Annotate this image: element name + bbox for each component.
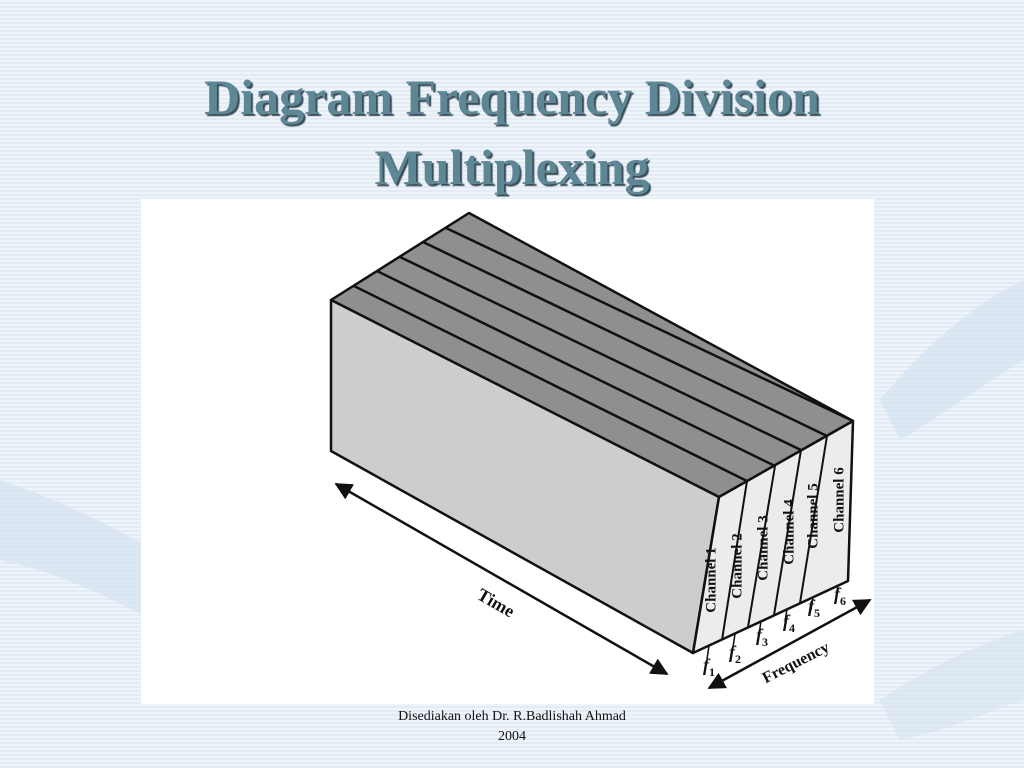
frequency-label: f2 bbox=[729, 642, 741, 666]
frequency-tick bbox=[835, 584, 839, 599]
channel-label: Channel 5 bbox=[805, 483, 821, 548]
channel-divider bbox=[773, 449, 802, 616]
frequency-label: f1 bbox=[703, 655, 715, 679]
channel-label: Channel 6 bbox=[831, 467, 847, 533]
footer-author: Disediakan oleh Dr. R.Badlishah Ahmad bbox=[398, 709, 626, 724]
channel-divider bbox=[353, 284, 748, 483]
channel-divider bbox=[399, 255, 802, 452]
fdm-diagram: Channel 1 Channel 2 Channel 3 Channel 4 … bbox=[141, 199, 874, 704]
slide-title: Diagram Frequency Division Multiplexing bbox=[60, 62, 964, 202]
diagram-front-face bbox=[691, 419, 855, 655]
frequency-label: f6 bbox=[834, 584, 846, 608]
slide-footer: Disediakan oleh Dr. R.Badlishah Ahmad 20… bbox=[312, 707, 712, 747]
slide-title-line-1: Diagram Frequency Division bbox=[204, 69, 820, 125]
channel-label: Channel 4 bbox=[781, 499, 797, 565]
footer-year: 2004 bbox=[498, 729, 526, 744]
fdm-diagram-svg: Channel 1 Channel 2 Channel 3 Channel 4 … bbox=[329, 211, 872, 690]
channel-divider bbox=[376, 269, 776, 468]
frequency-label: f3 bbox=[756, 625, 768, 649]
time-axis-arrow bbox=[334, 482, 669, 676]
channel-label: Channel 2 bbox=[729, 533, 745, 598]
channel-divider bbox=[422, 240, 828, 438]
frequency-axis-arrow bbox=[707, 598, 872, 690]
channel-label: Channel 1 bbox=[703, 547, 719, 612]
slide-title-line-2: Multiplexing bbox=[374, 139, 650, 195]
channel-divider bbox=[799, 435, 828, 604]
channel-divider bbox=[445, 226, 854, 423]
time-axis-label: Time bbox=[474, 584, 518, 621]
frequency-label: f4 bbox=[783, 611, 795, 635]
frequency-label: f5 bbox=[808, 596, 820, 620]
frequency-axis-label: Frequency bbox=[760, 639, 832, 687]
channel-label: Channel 3 bbox=[755, 515, 771, 580]
